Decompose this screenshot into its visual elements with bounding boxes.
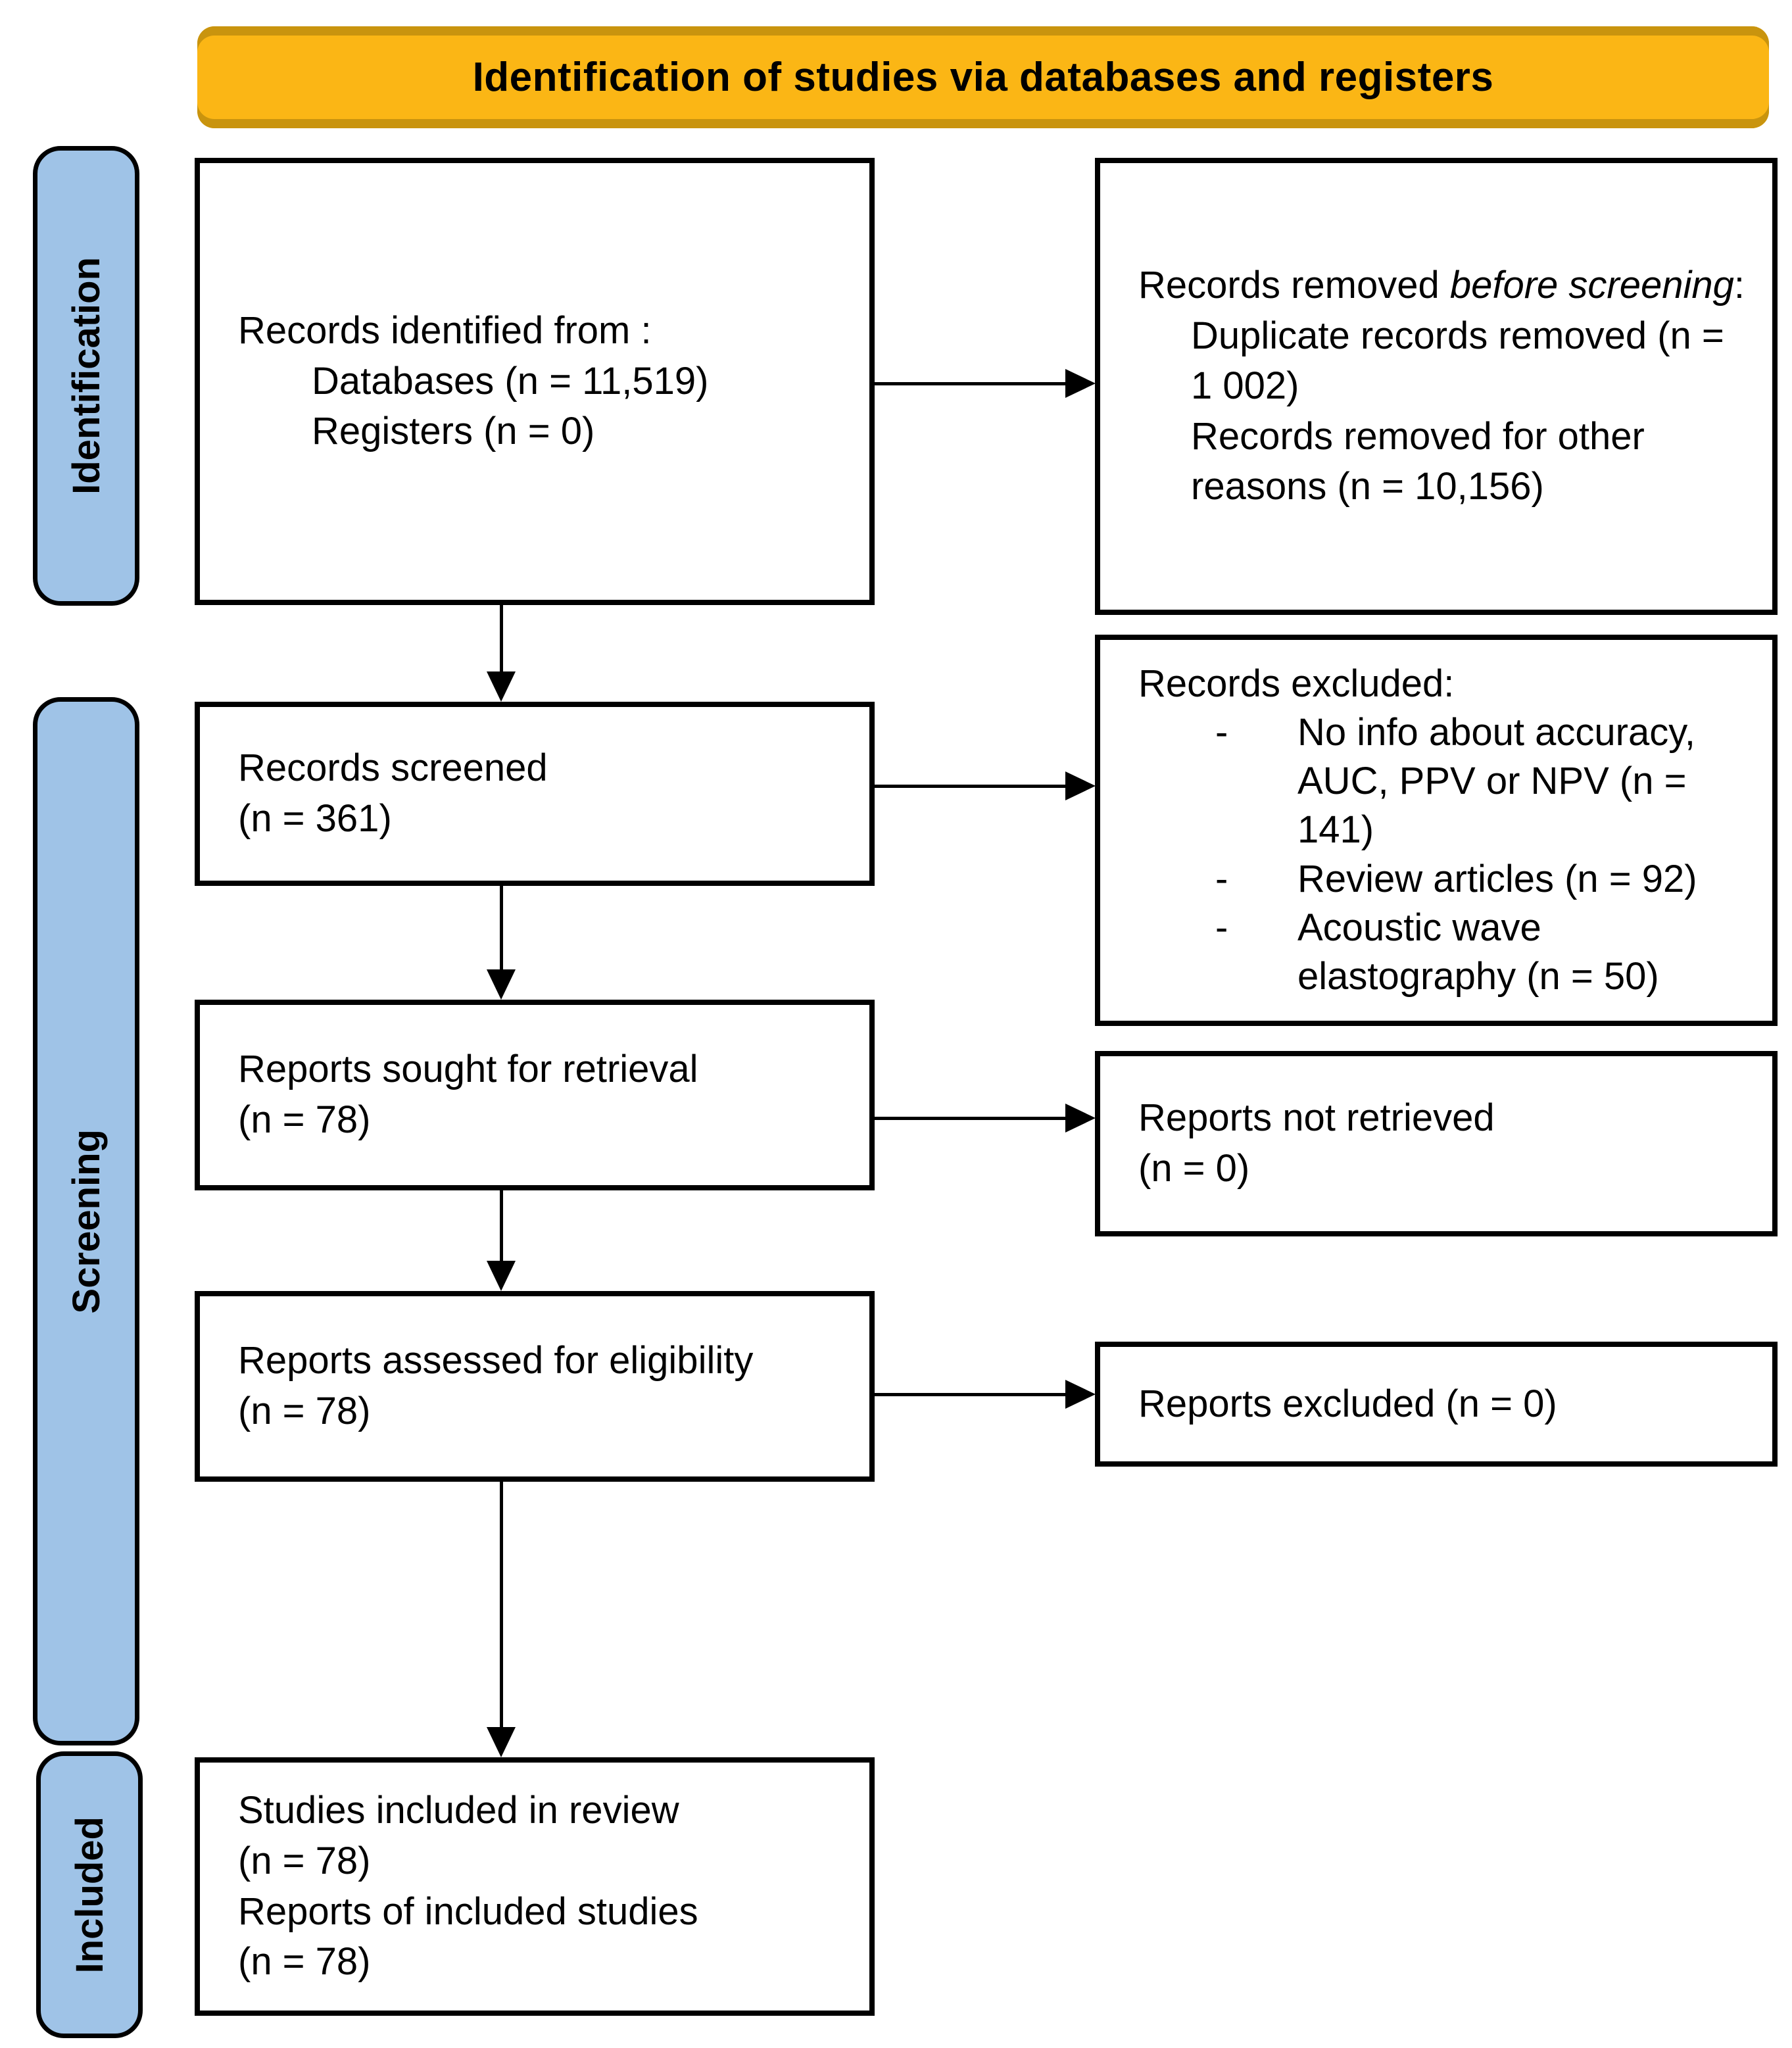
reports-included-label: Reports of included studies: [238, 1890, 698, 1933]
arrow-screened-to-excluded-line: [875, 785, 1065, 788]
reports-included-count: (n = 78): [238, 1940, 371, 1984]
banner-title: Identification of studies via databases …: [472, 55, 1494, 100]
reports-assessed-count: (n = 78): [238, 1390, 371, 1432]
arrow-sought-to-assessed-line: [500, 1190, 503, 1262]
bullet-dash: -: [1215, 906, 1228, 949]
arrow-assessed-to-reportsexcluded-head: [1065, 1380, 1096, 1409]
arrow-sought-to-notretrieved-line: [875, 1117, 1065, 1120]
reports-assessed-label: Reports assessed for eligibility: [238, 1339, 754, 1382]
records-identified-databases: Databases (n = 11,519): [312, 359, 709, 402]
records-removed-duplicates: Duplicate records removed (n = 1 002): [1191, 314, 1724, 408]
stage-identification: Identification: [33, 146, 139, 606]
records-removed-other: Records removed for other reasons (n = 1…: [1191, 414, 1645, 508]
arrow-screened-to-excluded-head: [1065, 771, 1096, 800]
stage-included: Included: [36, 1751, 143, 2038]
reports-sought-count: (n = 78): [238, 1098, 371, 1141]
arrow-identified-to-screened-line: [500, 605, 503, 673]
arrow-identified-to-removed-line: [875, 382, 1065, 385]
stage-identification-label: Identification: [64, 257, 108, 495]
stage-included-label: Included: [68, 1816, 111, 1974]
studies-included-count: (n = 78): [238, 1839, 371, 1882]
box-records-removed: Records removed before screening: Duplic…: [1095, 158, 1778, 615]
reports-sought-label: Reports sought for retrieval: [238, 1048, 698, 1091]
studies-included-label: Studies included in review: [238, 1789, 679, 1832]
box-records-screened: Records screened (n = 361): [195, 702, 875, 886]
box-studies-included: Studies included in review (n = 78) Repo…: [195, 1757, 875, 2016]
arrow-sought-to-assessed-head: [487, 1261, 516, 1291]
records-excluded-bullet-1: - No info about accuracy, AUC, PPV or NP…: [1215, 708, 1746, 855]
box-reports-not-retrieved: Reports not retrieved (n = 0): [1095, 1051, 1778, 1236]
bullet-dash: -: [1215, 710, 1228, 754]
records-excluded-bullet-3: - Acoustic wave elastography (n = 50): [1215, 904, 1746, 1001]
stage-screening-label: Screening: [64, 1129, 108, 1314]
box-reports-excluded: Reports excluded (n = 0): [1095, 1342, 1778, 1467]
reports-excluded-label: Reports excluded (n = 0): [1138, 1382, 1557, 1425]
records-identified-intro: Records identified from :: [238, 309, 652, 353]
box-reports-assessed: Reports assessed for eligibility (n = 78…: [195, 1291, 875, 1482]
box-reports-sought: Reports sought for retrieval (n = 78): [195, 1000, 875, 1190]
arrow-identified-to-screened-head: [487, 671, 516, 702]
reports-not-retrieved-label: Reports not retrieved: [1138, 1096, 1495, 1140]
records-identified-registers: Registers (n = 0): [312, 410, 595, 453]
banner: Identification of studies via databases …: [197, 26, 1769, 128]
box-records-identified: Records identified from : Databases (n =…: [195, 158, 875, 605]
reports-not-retrieved-count: (n = 0): [1138, 1147, 1250, 1190]
arrow-identified-to-removed-head: [1065, 369, 1096, 398]
stage-screening: Screening: [33, 697, 139, 1745]
arrow-screened-to-sought-line: [500, 886, 503, 971]
records-excluded-bullet-2: - Review articles (n = 92): [1215, 855, 1746, 904]
arrow-sought-to-notretrieved-head: [1065, 1104, 1096, 1133]
arrow-assessed-to-included-head: [487, 1727, 516, 1757]
bullet-dash: -: [1215, 857, 1228, 900]
arrow-assessed-to-included-line: [500, 1482, 503, 1728]
records-excluded-intro: Records excluded:: [1138, 662, 1455, 705]
box-records-excluded: Records excluded: - No info about accura…: [1095, 635, 1778, 1026]
arrow-screened-to-sought-head: [487, 969, 516, 1000]
arrow-assessed-to-reportsexcluded-line: [875, 1393, 1065, 1396]
records-screened-count: (n = 361): [238, 797, 392, 840]
records-screened-label: Records screened: [238, 746, 548, 790]
records-removed-intro: Records removed before screening:: [1138, 264, 1745, 307]
